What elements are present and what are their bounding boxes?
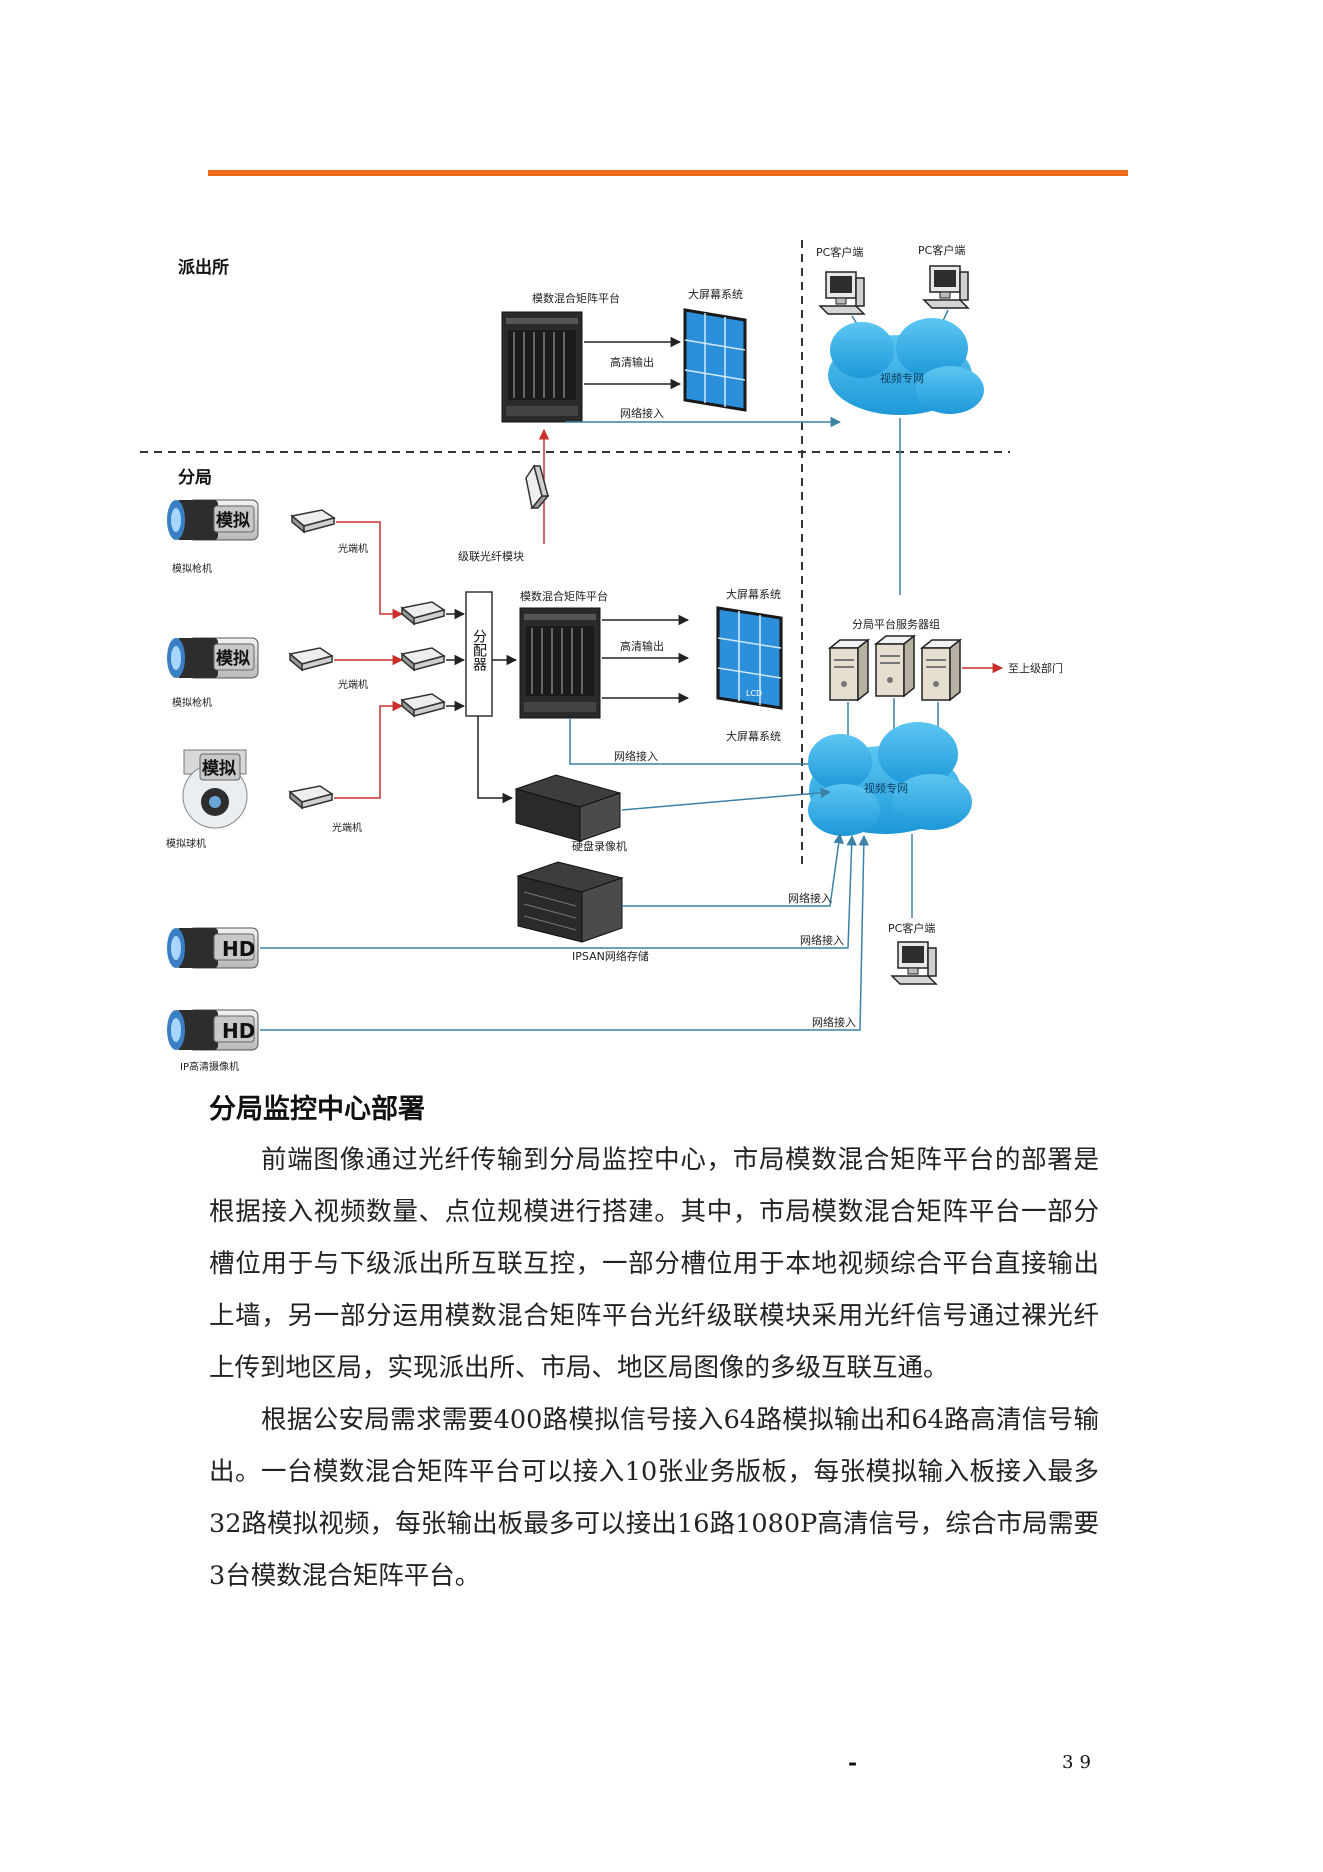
transceiver-label-1: 光端机 — [338, 542, 368, 555]
analog-badge-3: 模拟 — [202, 758, 236, 779]
analog-gun-camera-label-2: 模拟枪机 — [172, 696, 212, 709]
transceiver-6 — [401, 693, 445, 717]
network-deployment-diagram: 派出所 分局 模数混合矩阵平台 大屏幕系统 高清输出 网络接入 PC客户端 PC… — [140, 240, 1063, 1073]
analog-dome-camera-label: 模拟球机 — [166, 837, 206, 850]
transceiver-3 — [289, 785, 333, 809]
hd-badge-2: HD — [222, 1019, 255, 1043]
server-icon-1 — [829, 639, 869, 701]
lower-video-network-cloud — [808, 722, 972, 836]
paragraph-2: 根据公安局需求需要400路模拟信号接入64路模拟输出和64路高清信号输出。一台模… — [209, 1405, 1099, 1591]
transceiver-label-2: 光端机 — [338, 678, 368, 691]
mid-matrix-platform — [519, 607, 601, 719]
page-number: 39 — [1062, 1752, 1097, 1773]
top-cloud-label: 视频专网 — [880, 371, 924, 385]
ip-camera-label: IP高清摄像机 — [180, 1060, 239, 1073]
transceiver-5 — [401, 647, 445, 671]
transceiver-2 — [289, 647, 333, 671]
ipsan-storage — [516, 861, 624, 943]
ipsan-network-access-label: 网络接入 — [788, 891, 832, 905]
section-heading: 分局监控中心部署 — [209, 1094, 425, 1125]
pc-client-icon-2 — [923, 265, 969, 309]
mid-matrix-label: 模数混合矩阵平台 — [520, 589, 608, 603]
top-hd-output-label: 高清输出 — [610, 355, 654, 369]
server-icon-3 — [921, 639, 961, 701]
top-matrix-label: 模数混合矩阵平台 — [532, 291, 620, 305]
screen-system-label-2: 大屏幕系统 — [726, 729, 781, 743]
pc-client-icon-1 — [819, 271, 865, 315]
hd1-network-access-label: 网络接入 — [800, 933, 844, 947]
analog-gun-camera-label-1: 模拟枪机 — [172, 562, 212, 575]
distributor-label: 分配器 — [471, 629, 487, 671]
paragraph-1: 前端图像通过光纤传输到分局监控中心，市局模数混合矩阵平台的部署是根据接入视频数量… — [209, 1145, 1099, 1383]
header-rule — [208, 170, 1128, 176]
hd-camera-2 — [167, 1009, 259, 1051]
distributor-box — [465, 591, 493, 717]
analog-badge-1: 模拟 — [216, 510, 250, 531]
analog-gun-camera-2 — [167, 637, 259, 679]
screen-lcd-label: LCD — [746, 689, 762, 698]
top-screen-label: 大屏幕系统 — [688, 287, 743, 301]
top-matrix-platform — [501, 311, 583, 423]
analog-gun-camera-1 — [167, 499, 259, 541]
server-icon-2 — [875, 635, 915, 697]
transceiver-label-3: 光端机 — [332, 821, 362, 834]
pc-client-label-2: PC客户端 — [918, 243, 965, 257]
transceiver-1 — [291, 509, 335, 533]
zone-label-fenju: 分局 — [178, 468, 212, 488]
mid-network-access-label: 网络接入 — [614, 749, 658, 763]
screen-system-label-1: 大屏幕系统 — [726, 587, 781, 601]
zone-label-paichusuo: 派出所 — [178, 257, 229, 278]
dvr-label: 硬盘录像机 — [572, 839, 627, 853]
analog-badge-2: 模拟 — [216, 648, 250, 669]
cascade-module-label: 级联光纤模块 — [458, 549, 524, 563]
top-video-network-cloud — [828, 318, 984, 415]
upper-dept-label: 至上级部门 — [1008, 661, 1063, 675]
transceiver-4 — [401, 601, 445, 625]
analog-dome-camera — [182, 749, 248, 829]
hd2-network-access-label: 网络接入 — [812, 1015, 856, 1029]
mid-hd-output-label: 高清输出 — [620, 639, 664, 653]
pc-client-label-1: PC客户端 — [816, 245, 863, 259]
hd-badge-1: HD — [222, 937, 255, 961]
top-network-access-label: 网络接入 — [620, 406, 664, 420]
pc-client-icon-3 — [891, 941, 937, 985]
ipsan-label: IPSAN网络存储 — [572, 949, 649, 963]
server-group-label: 分局平台服务器组 — [852, 617, 940, 631]
lower-cloud-label: 视频专网 — [864, 781, 908, 795]
hd-camera-1 — [167, 927, 259, 969]
footer-dash: - — [848, 1750, 858, 1776]
dvr-device — [514, 774, 622, 842]
top-screen-wall — [683, 308, 747, 412]
pc-client-label-3: PC客户端 — [888, 921, 935, 935]
